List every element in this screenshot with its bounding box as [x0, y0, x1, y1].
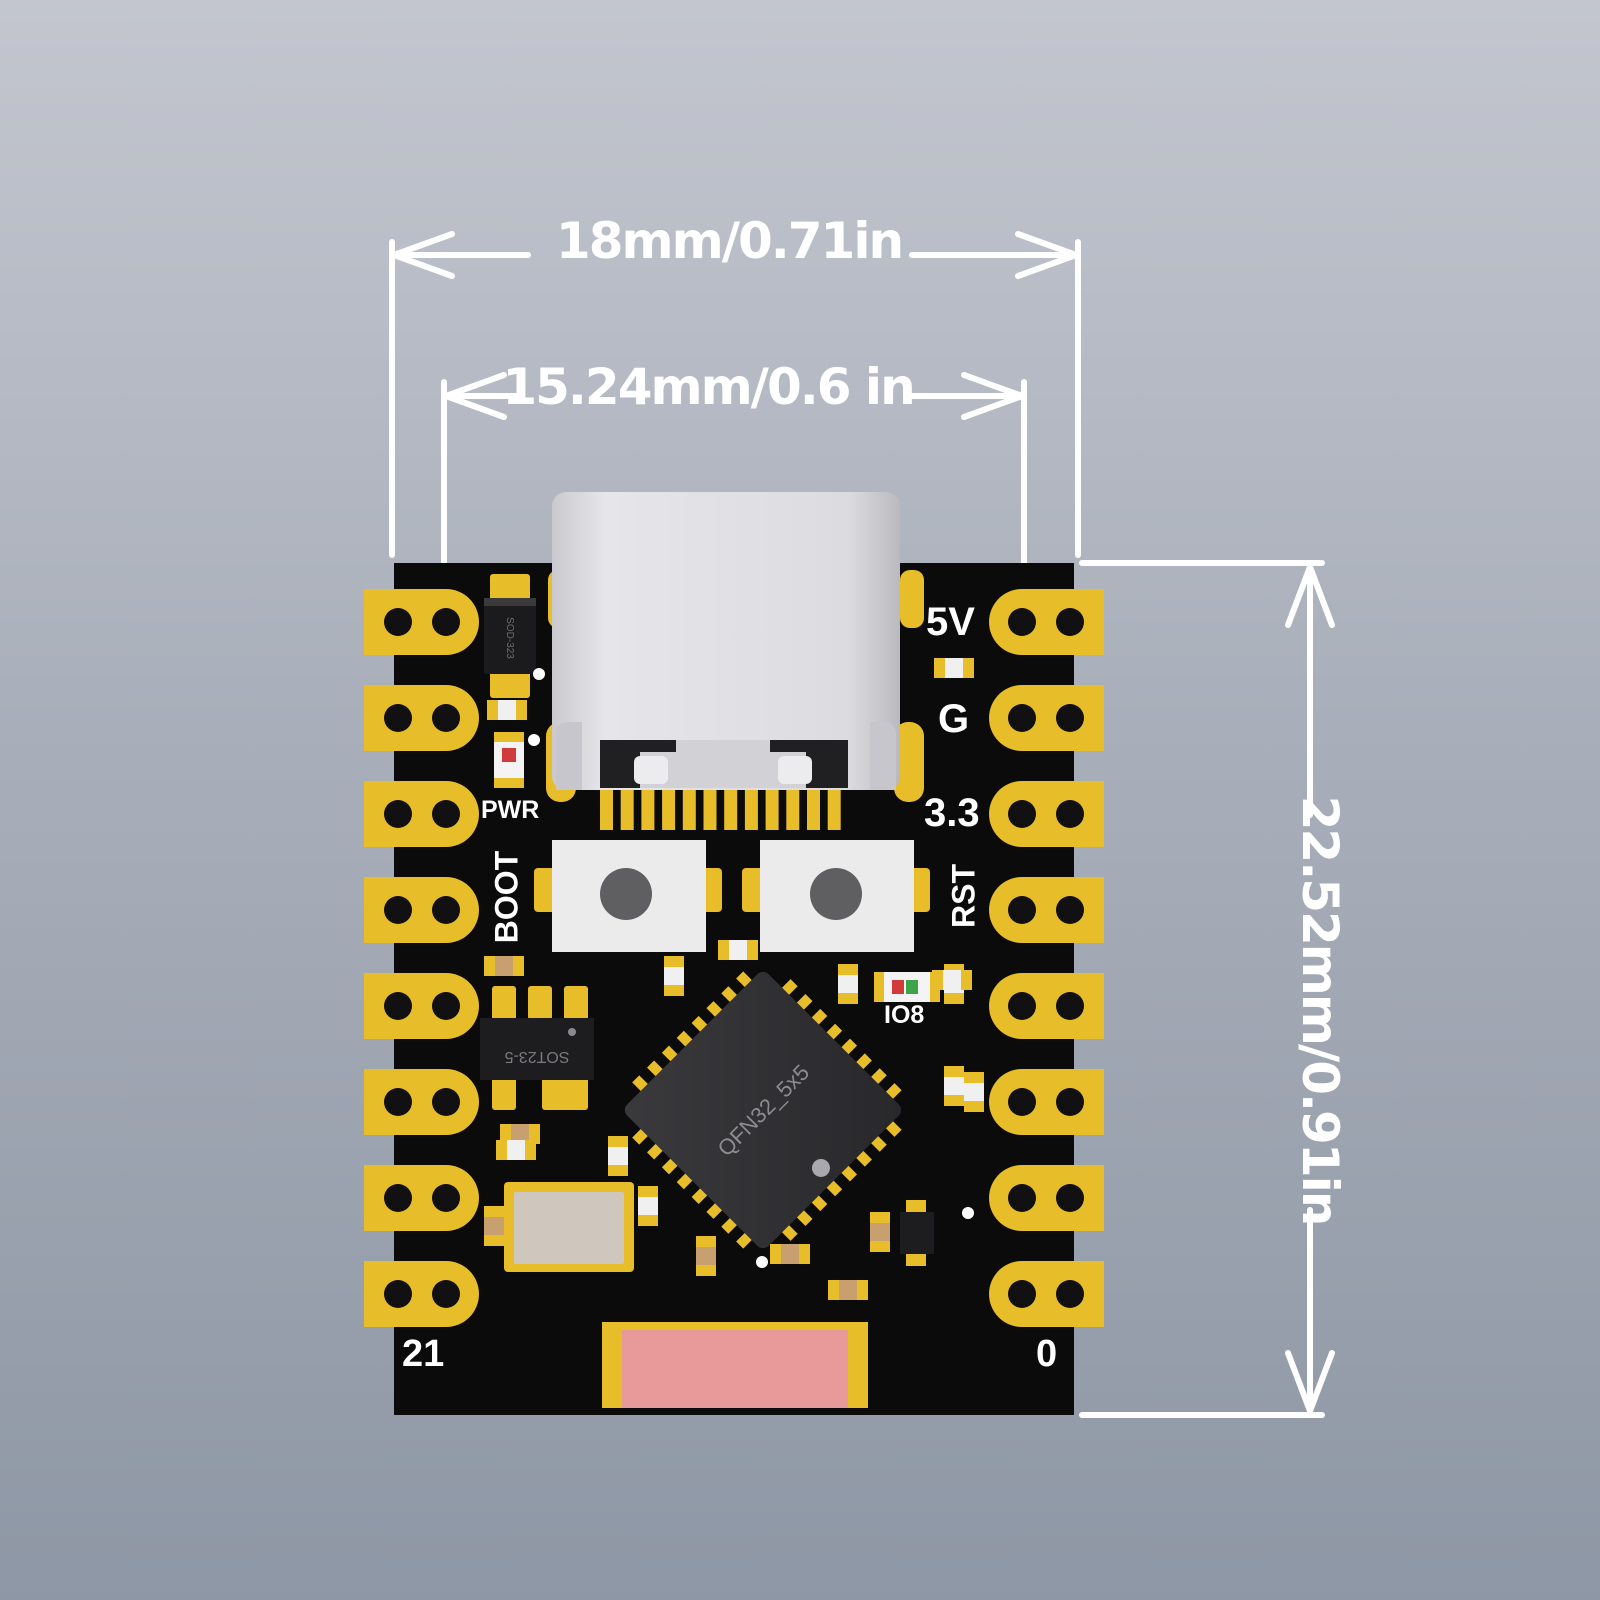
pin-pad-right-8	[989, 1261, 1104, 1327]
smd-component-19	[496, 1140, 536, 1160]
dimension-height: 22.52mm/0.91in	[1291, 795, 1349, 1225]
pin-pad-left-3	[364, 781, 479, 847]
pin-pad-right-2	[989, 685, 1104, 751]
smd-component-2	[484, 956, 524, 976]
label-rst: RST	[945, 864, 982, 928]
pin-pad-left-4	[364, 877, 479, 943]
sot23-5-regulator: SOT23-5	[480, 986, 594, 1110]
label-5v: 5V	[926, 600, 975, 644]
pin-pad-right-6	[989, 1069, 1104, 1135]
label-io8: IO8	[884, 1001, 925, 1029]
pin-pad-left-5	[364, 973, 479, 1039]
io8-led	[874, 972, 940, 1002]
dimension-width-outer: 18mm/0.71in	[555, 212, 904, 270]
smd-component-10	[638, 1186, 658, 1226]
pin-pad-left-8	[364, 1261, 479, 1327]
smd-component-11	[484, 1206, 504, 1246]
diode-marking: SOD-323	[504, 617, 515, 659]
smd-component-9	[500, 1124, 540, 1144]
boot-switch	[534, 840, 722, 952]
crystal-oscillator	[504, 1182, 634, 1272]
sot23-transistor	[900, 1200, 934, 1266]
usb-c-contact-pads	[600, 790, 841, 830]
pin-pad-left-1	[364, 589, 479, 655]
sod323-diode: SOD-323	[484, 574, 536, 698]
smd-component-16	[964, 1072, 984, 1112]
usb-c-connector	[546, 492, 924, 802]
smd-component-3	[718, 940, 758, 960]
chip-antenna	[602, 1322, 868, 1408]
label-pin-0: 0	[1036, 1333, 1058, 1375]
label-gnd: G	[938, 697, 970, 741]
pin-pad-right-1	[989, 589, 1104, 655]
pin-pad-left-6	[364, 1069, 479, 1135]
left-pin-header	[364, 589, 479, 1327]
smd-component-18	[934, 658, 974, 678]
smd-component-4	[664, 956, 684, 996]
test-points	[528, 668, 974, 1268]
smd-passives	[484, 658, 984, 1300]
smd-component-14	[770, 1244, 810, 1264]
rst-switch	[742, 840, 930, 952]
dimension-width-inner: 15.24mm/0.6 in	[502, 358, 915, 416]
smd-component-13	[870, 1212, 890, 1252]
smd-component-15	[828, 1280, 868, 1300]
pin-pad-left-7	[364, 1165, 479, 1231]
label-boot: BOOT	[488, 850, 525, 944]
right-pin-header	[989, 589, 1104, 1327]
pin-pad-right-7	[989, 1165, 1104, 1231]
pin-pad-right-5	[989, 973, 1104, 1039]
pin-pad-left-2	[364, 685, 479, 751]
smd-component-5	[838, 964, 858, 1004]
regulator-marking: SOT23-5	[504, 1048, 569, 1065]
pin-pad-right-3	[989, 781, 1104, 847]
label-pin-21: 21	[402, 1333, 445, 1375]
pwr-led	[494, 732, 524, 788]
smd-component-17	[944, 1066, 964, 1106]
dimension-lines	[389, 231, 1335, 1418]
label-3v3: 3.3	[924, 791, 980, 835]
qfn32-mcu: QFN32_5x5	[624, 971, 902, 1249]
pin-pad-right-4	[989, 877, 1104, 943]
smd-component-1	[487, 700, 527, 720]
smd-component-12	[696, 1236, 716, 1276]
smd-component-8	[608, 1136, 628, 1176]
label-pwr: PWR	[481, 796, 540, 824]
